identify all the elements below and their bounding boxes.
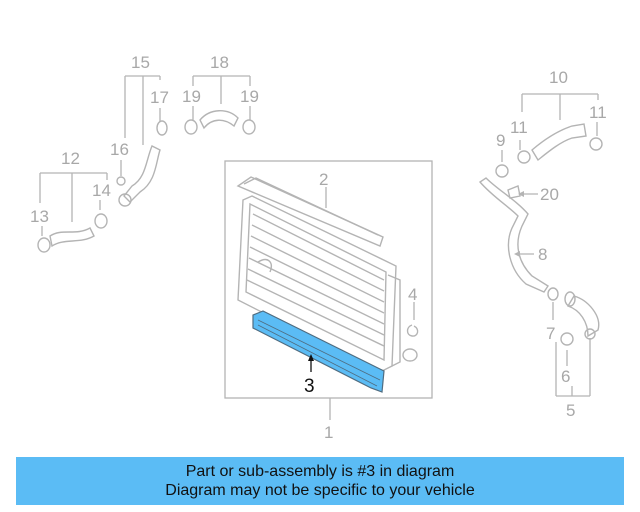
hose-lower-right bbox=[560, 291, 600, 346]
callout-19b: 19 bbox=[240, 87, 259, 106]
callout-9: 9 bbox=[496, 131, 505, 150]
parts-diagram: 1 2 3 4 5 6 7 8 9 10 11 11 12 13 14 15 1… bbox=[30, 53, 607, 442]
callout-1: 1 bbox=[324, 423, 333, 442]
callout-5: 5 bbox=[566, 401, 575, 420]
callout-4: 4 bbox=[408, 285, 417, 304]
callout-10: 10 bbox=[549, 68, 568, 87]
intercooler-core bbox=[237, 195, 418, 373]
callout-20: 20 bbox=[540, 185, 559, 204]
hose-left bbox=[37, 213, 108, 253]
callout-19a: 19 bbox=[182, 87, 201, 106]
callout-12: 12 bbox=[61, 149, 80, 168]
callout-6: 6 bbox=[561, 367, 570, 386]
banner-line-2: Diagram may not be specific to your vehi… bbox=[165, 482, 475, 499]
hose-upper-left bbox=[116, 120, 168, 207]
callout-3: 3 bbox=[304, 376, 315, 397]
part-4-clip bbox=[406, 324, 419, 337]
callout-18: 18 bbox=[210, 53, 229, 72]
callout-14: 14 bbox=[92, 181, 111, 200]
callout-15: 15 bbox=[131, 53, 150, 72]
callout-11b: 11 bbox=[589, 103, 607, 122]
callout-13: 13 bbox=[30, 207, 49, 226]
pipe-right bbox=[478, 177, 559, 301]
callout-7: 7 bbox=[546, 324, 555, 343]
part-3-highlight bbox=[252, 310, 385, 393]
hose-upper-right bbox=[495, 123, 603, 178]
banner-line-1: Part or sub-assembly is #3 in diagram bbox=[185, 463, 455, 480]
callout-11a: 11 bbox=[510, 118, 528, 137]
callout-8: 8 bbox=[538, 245, 547, 264]
part-3-strip bbox=[252, 310, 385, 393]
info-banner: Part or sub-assembly is #3 in diagram Di… bbox=[16, 457, 624, 505]
callout-17: 17 bbox=[150, 88, 169, 107]
hose-top bbox=[184, 110, 256, 135]
callout-2: 2 bbox=[319, 170, 328, 189]
part-2-seal bbox=[236, 176, 384, 247]
assembly-frame bbox=[224, 160, 433, 399]
callout-16: 16 bbox=[110, 140, 129, 159]
